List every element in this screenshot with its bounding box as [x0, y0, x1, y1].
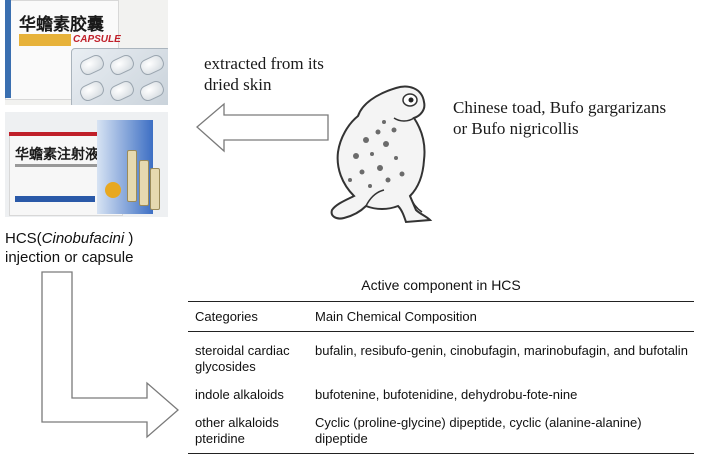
- toad-caption: Chinese toad, Bufo gargarizans or Bufo n…: [453, 98, 667, 138]
- table-header-categories: Categories: [195, 309, 258, 324]
- table-row-composition: bufalin, resibufo-genin, cinobufagin, ma…: [315, 343, 688, 358]
- hcs-label-suffix: ): [124, 230, 134, 247]
- injection-box-image: 华蟾素注射液: [5, 112, 168, 217]
- elbow-arrow-icon: [41, 271, 179, 439]
- capsule-box-image: 华蟾素胶囊 CAPSULE: [5, 0, 168, 105]
- table-title: Active component in HCS: [361, 277, 521, 293]
- table-row-category: steroidal cardiac glycosides: [195, 343, 290, 374]
- arrow-label: extracted from its dried skin: [204, 54, 324, 94]
- capsule-title-cn: 华蟾素胶囊: [19, 15, 104, 35]
- table-row-category: indole alkaloids: [195, 387, 284, 402]
- capsule-label: CAPSULE: [73, 34, 121, 45]
- table-row-composition: Cyclic (proline-glycine) dipeptide, cycl…: [315, 415, 642, 446]
- toad-illustration: [330, 85, 433, 224]
- table-header-composition: Main Chemical Composition: [315, 309, 477, 324]
- hcs-label: HCS(Cinobufacini ) injection or capsule: [5, 229, 133, 267]
- injection-title-cn: 华蟾素注射液: [15, 147, 99, 163]
- left-arrow-icon: [196, 102, 329, 153]
- hcs-label-latin: Cinobufacini: [41, 230, 125, 247]
- hcs-label-line2: injection or capsule: [5, 249, 134, 266]
- table-top-rule: [188, 301, 694, 302]
- table-row-category: other alkaloids pteridine: [195, 415, 279, 446]
- hcs-component-table: Categories Main Chemical Composition ste…: [188, 301, 694, 455]
- hcs-label-prefix: HCS(: [5, 230, 42, 247]
- table-row-composition: bufotenine, bufotenidine, dehydrobu-fote…: [315, 387, 578, 402]
- table-header-rule: [188, 331, 694, 332]
- capsule-brand-band: [19, 34, 71, 46]
- blister-pack: [71, 48, 168, 105]
